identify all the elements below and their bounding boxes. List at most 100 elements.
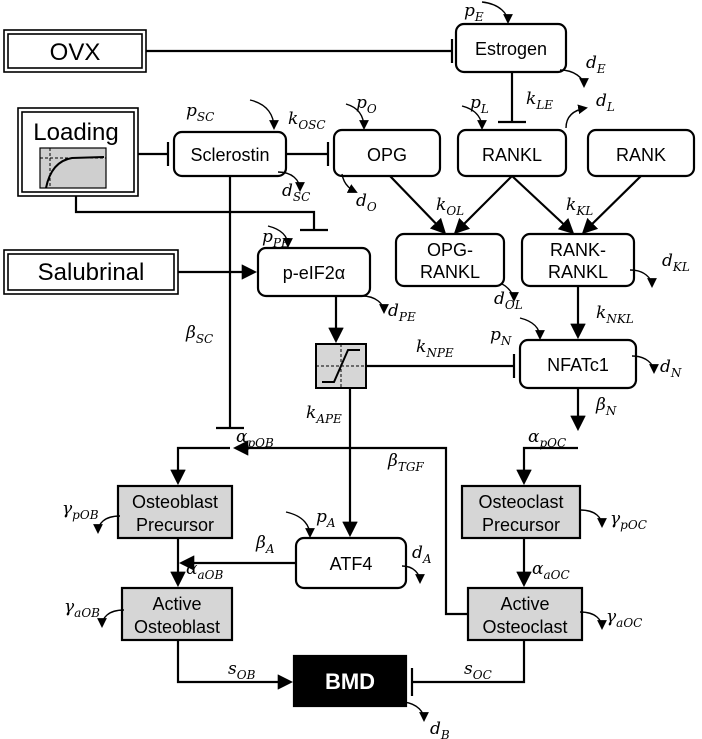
- atf4-label: ATF4: [330, 554, 373, 574]
- bmd-node: BMD: [292, 654, 408, 708]
- decay-arrow-atf4: [401, 565, 425, 584]
- opg-rankl-label-line1: OPG-: [427, 240, 473, 260]
- param-p-pe: pPE: [262, 227, 290, 250]
- param-gamma-aoc: γaOC: [606, 607, 642, 630]
- edge-alphapob-to-obprecursor: [170, 446, 230, 486]
- loading-node: Loading: [17, 107, 139, 197]
- param-k-npe: kNPE: [416, 337, 454, 360]
- prod-arrow-peif2a: [267, 225, 293, 248]
- opg-rankl-label-line2: RANKL: [420, 262, 480, 282]
- param-d-l: dL: [596, 91, 615, 114]
- param-k-kl: kKL: [566, 195, 593, 218]
- edge-activeoc-inhibits-bmd: [412, 640, 526, 684]
- param-p-e: pE: [464, 1, 484, 24]
- param-k-nkl: kNKL: [596, 303, 634, 326]
- param-d-o: dO: [356, 191, 377, 214]
- opg-label: OPG: [367, 145, 407, 165]
- param-d-a: dA: [412, 543, 432, 566]
- decay-arrow-peif2a: [361, 295, 389, 314]
- opg-node: OPG: [332, 128, 442, 178]
- estrogen-label: Estrogen: [475, 39, 547, 59]
- param-d-sc: dSC: [282, 181, 310, 204]
- oc-precursor-line1: Osteoclast: [478, 492, 563, 512]
- edge-rankl-to-rankrankl: [511, 175, 575, 235]
- nfatc1-node: NFATc1: [518, 338, 638, 390]
- param-d-e: dE: [586, 53, 606, 76]
- param-beta-sc: βSC: [185, 323, 213, 346]
- param-d-n: dN: [660, 357, 682, 380]
- active-oc-line2: Osteoclast: [482, 617, 567, 637]
- decay-arrow-activeoc: [579, 611, 607, 630]
- edge-rankl-to-opgrankl: [453, 175, 513, 235]
- param-alpha-pob: αpOB: [236, 427, 274, 450]
- decay-arrow-bmd: [403, 701, 429, 722]
- param-gamma-poc: γpOC: [610, 509, 647, 532]
- prod-arrow-opg: [345, 103, 369, 130]
- hill-switch-icon: [315, 343, 367, 389]
- opg-rankl-node: OPG- RANKL: [394, 232, 506, 288]
- param-p-sc: pSC: [186, 101, 214, 124]
- bmd-label: BMD: [325, 669, 375, 694]
- edge-loading-inhibits-peif2a: [74, 196, 316, 230]
- prod-arrow-sclerostin: [249, 99, 279, 130]
- oc-precursor-line2: Precursor: [482, 515, 560, 535]
- param-p-a: pA: [316, 507, 336, 530]
- nfatc1-label: NFATc1: [547, 355, 609, 375]
- osteoblast-precursor-node: Osteoblast Precursor: [116, 484, 234, 540]
- param-p-n: pN: [490, 325, 512, 348]
- osteoclast-precursor-node: Osteoclast Precursor: [460, 484, 582, 540]
- peif2a-label: p-eIF2α: [283, 263, 345, 283]
- decay-arrow-estrogen: [559, 69, 589, 88]
- param-k-ol: kOL: [436, 195, 464, 218]
- param-k-le: kLE: [526, 89, 553, 112]
- prod-arrow-rankl: [461, 105, 487, 130]
- estrogen-node: Estrogen: [454, 22, 568, 74]
- ob-precursor-line2: Precursor: [136, 515, 214, 535]
- param-d-b: dB: [430, 719, 450, 739]
- rank-rankl-label-line1: RANK-: [550, 240, 606, 260]
- edge-tgf-feedback: [232, 440, 468, 616]
- decay-arrow-sclerostin: [277, 171, 305, 192]
- param-gamma-pob: γpOB: [62, 499, 99, 522]
- active-ob-line2: Osteoblast: [134, 617, 220, 637]
- param-s-ob: sOB: [228, 659, 256, 682]
- param-beta-n: βN: [595, 395, 617, 418]
- decay-arrow-rankrankl: [629, 269, 657, 288]
- active-oc-line1: Active: [500, 594, 549, 614]
- param-d-pe: dPE: [388, 301, 416, 324]
- rank-rankl-node: RANK- RANKL: [520, 232, 636, 288]
- ovx-label: OVX: [50, 39, 101, 66]
- rank-rankl-label-line2: RANKL: [548, 262, 608, 282]
- prod-arrow-nfatc1: [519, 317, 545, 340]
- param-beta-tgf: βTGF: [387, 451, 424, 474]
- param-gamma-aob: γaOB: [64, 597, 100, 620]
- param-k-ape: kAPE: [306, 403, 342, 426]
- decay-arrow-opg: [341, 173, 358, 193]
- sclerostin-label: Sclerostin: [190, 145, 269, 165]
- atf4-node: ATF4: [294, 536, 408, 590]
- decay-arrow-opgrankl: [501, 283, 519, 302]
- edge-activeob-to-bmd: [176, 640, 294, 690]
- param-p-o: pO: [356, 93, 377, 116]
- param-alpha-poc: αpOC: [528, 427, 566, 450]
- decay-arrow-activeob: [97, 609, 125, 628]
- edge-alphapoc-to-ocprecursor: [516, 446, 578, 486]
- param-beta-a: βA: [255, 533, 275, 556]
- salubrinal-label: Salubrinal: [38, 259, 145, 286]
- loading-curve-icon: [39, 147, 107, 189]
- decay-arrow-nfatc1: [631, 355, 659, 374]
- active-osteoclast-node: Active Osteoclast: [466, 586, 584, 642]
- ob-precursor-line1: Osteoblast: [132, 492, 218, 512]
- ovx-node: OVX: [3, 29, 147, 73]
- active-osteoblast-node: Active Osteoblast: [120, 586, 234, 642]
- peif2a-node: p-eIF2α: [256, 246, 372, 298]
- param-p-l: pL: [470, 93, 489, 116]
- edge-rank-to-rankrankl: [581, 175, 642, 235]
- rank-node: RANK: [586, 128, 696, 178]
- param-alpha-aoc: αaOC: [532, 559, 570, 582]
- param-d-ol: dOL: [494, 289, 523, 312]
- param-d-kl: dKL: [662, 251, 690, 274]
- active-ob-line1: Active: [152, 594, 201, 614]
